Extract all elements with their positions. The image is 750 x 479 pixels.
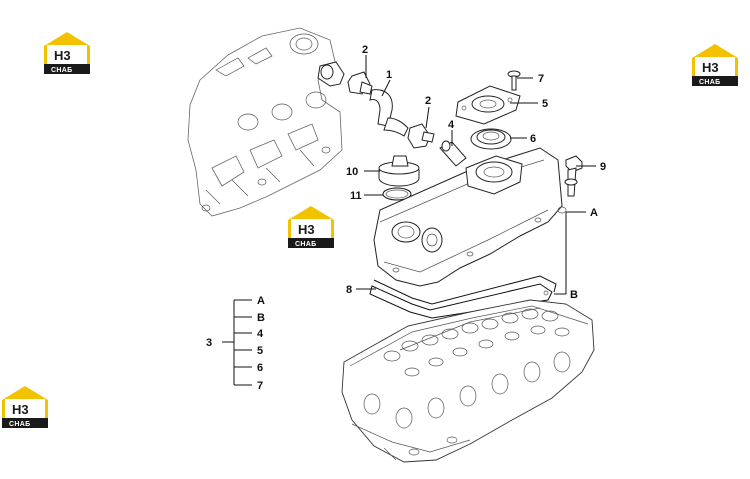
kit-item-1: A bbox=[257, 295, 265, 307]
leader-lines bbox=[356, 55, 596, 295]
logo-letters: H3 bbox=[54, 48, 71, 63]
logo-text: CHAБ bbox=[9, 421, 30, 428]
callout-8: 8 bbox=[346, 284, 352, 296]
kit-item-4: 5 bbox=[257, 345, 263, 357]
kit-legend: 3 A B 4 5 6 7 bbox=[206, 295, 265, 392]
breather-diaphragm bbox=[470, 128, 512, 150]
callout-1: 1 bbox=[386, 69, 392, 81]
watermark-logo-top-right: H3 CHAБ bbox=[692, 44, 738, 86]
cylinder-head bbox=[341, 299, 595, 463]
kit-item-2: B bbox=[257, 312, 265, 324]
breather-hose-assembly bbox=[317, 61, 467, 167]
valve-cover-gasket bbox=[369, 275, 557, 319]
logo-letters: H3 bbox=[12, 402, 29, 417]
logo-letters: H3 bbox=[702, 60, 719, 75]
oil-filler-cap bbox=[378, 155, 420, 187]
callout-2-lower: 2 bbox=[425, 95, 431, 107]
logo-text: CHAБ bbox=[295, 241, 316, 248]
callout-2-upper: 2 bbox=[362, 44, 368, 56]
exhaust-manifold bbox=[187, 27, 343, 217]
kit-group-number: 3 bbox=[206, 337, 212, 349]
callout-10: 10 bbox=[346, 166, 358, 178]
logo-text: CHAБ bbox=[51, 67, 72, 74]
watermark-logo-center: H3 CHAБ bbox=[288, 206, 334, 248]
kit-item-6: 7 bbox=[257, 380, 263, 392]
callout-7: 7 bbox=[538, 73, 544, 85]
callouts: 2 1 2 4 7 5 6 9 10 11 8 A B bbox=[346, 44, 606, 301]
o-ring bbox=[382, 187, 412, 201]
kit-item-5: 6 bbox=[257, 362, 263, 374]
callout-9: 9 bbox=[600, 161, 606, 173]
logo-letters: H3 bbox=[298, 222, 315, 237]
watermark-logo-top-left: H3 CHAБ bbox=[44, 32, 90, 74]
callout-B: B bbox=[570, 289, 578, 301]
cover-bolt-long bbox=[564, 155, 583, 197]
callout-6: 6 bbox=[530, 133, 536, 145]
callout-4: 4 bbox=[448, 119, 455, 131]
kit-item-3: 4 bbox=[257, 328, 264, 340]
cover-bolt bbox=[507, 70, 521, 91]
callout-11: 11 bbox=[350, 190, 362, 202]
logo-text: CHAБ bbox=[699, 79, 720, 86]
callout-A: A bbox=[590, 207, 598, 219]
valve-cover bbox=[373, 147, 567, 287]
breather-cover bbox=[455, 85, 521, 125]
watermark-logo-bottom-left: H3 CHAБ bbox=[2, 386, 48, 428]
callout-5: 5 bbox=[542, 98, 548, 110]
